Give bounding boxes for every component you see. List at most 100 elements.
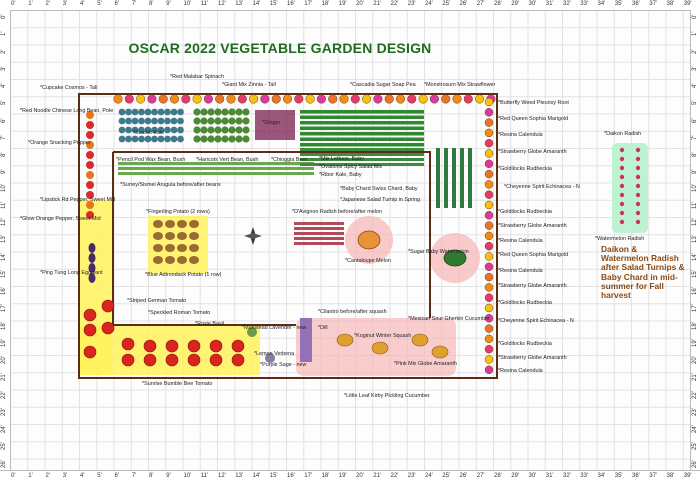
eggplant-plant	[88, 263, 96, 273]
winter-squash-fruit	[371, 341, 389, 355]
daikon-plant	[619, 210, 625, 216]
ruler-foot-label: 14'	[252, 1, 261, 7]
sage-plant	[265, 353, 275, 363]
watermelon-radish-plant	[635, 201, 641, 207]
watermelon-radish-plant	[635, 183, 641, 189]
flower-top-row	[249, 94, 259, 104]
flower-right-column	[484, 334, 494, 344]
pea-row	[300, 137, 424, 141]
ruler-row-label: 19'	[692, 338, 698, 347]
scarlet-kale-plant	[177, 126, 184, 134]
scarlet-kale-plant	[131, 126, 139, 134]
radish-row	[294, 237, 344, 240]
ruler-foot-label: 28'	[494, 473, 502, 479]
pea-row	[300, 115, 424, 119]
ruler-foot-label: 11'	[200, 1, 209, 7]
salad-row	[300, 148, 424, 151]
flower-right-column	[484, 211, 494, 220]
ruler-foot-label: 22'	[390, 1, 399, 7]
scarlet-kale-plant	[170, 126, 178, 134]
malabar-spinach-plant	[242, 108, 250, 116]
tomato-plant	[121, 353, 135, 367]
label-speckled-roman-tomato: *Speckled Roman Tomato	[148, 310, 211, 316]
label-resina-calendula-1: *Resina Calendula	[498, 132, 543, 138]
label-fingerling-potato: *Fingerling Potato (2 rows)	[146, 209, 210, 215]
potato-plant	[153, 244, 163, 252]
flower-top-row	[226, 94, 236, 104]
potato-plant	[153, 256, 163, 264]
label-resina-calendula-3: *Resina Calendula	[498, 268, 543, 274]
ruler-row-label: 12'	[1, 218, 7, 226]
scarlet-kale-plant	[164, 135, 171, 143]
watermelon-radish-plant	[635, 210, 641, 216]
tomato-plant	[187, 353, 201, 367]
label-cilantro: *Cilantro before/after squash	[318, 309, 387, 315]
potato-plant	[189, 220, 199, 228]
ruler-row-label: 6'	[692, 118, 698, 123]
malabar-spinach-plant	[228, 108, 236, 116]
label-daikon-radish: *Daikon Radish	[604, 131, 642, 137]
flower-top-row	[395, 94, 406, 104]
ruler-foot-label: 7'	[131, 1, 137, 7]
ruler-row-label: 2'	[1, 49, 7, 54]
flower-right-column	[484, 108, 494, 117]
ruler-foot-label: 33'	[580, 1, 589, 7]
label-goldilocks-rudbeckia-2: *Goldilocks Rudbeckia	[498, 209, 552, 215]
pea-row	[300, 143, 424, 147]
scarlet-kale-plant	[144, 126, 152, 134]
flower-top-row	[350, 94, 360, 104]
daikon-plant	[619, 165, 625, 171]
flower-top-row	[362, 94, 372, 104]
daikon-plant	[619, 219, 625, 225]
ruler-foot-label: 16'	[287, 1, 295, 7]
flower-top-row	[305, 94, 315, 104]
potato-plant	[189, 256, 199, 264]
malabar-spinach-plant	[193, 126, 201, 134]
pepper-plant	[86, 161, 94, 169]
malabar-spinach-plant	[207, 126, 215, 134]
potato-plant	[165, 244, 175, 252]
flower-top-row	[181, 94, 191, 104]
ruler-foot-label: 10'	[183, 473, 192, 479]
scarlet-kale-plant	[144, 117, 152, 125]
ruler-row-label: 5'	[692, 100, 698, 106]
ruler-row-label: 17'	[692, 304, 698, 313]
ruler-row-label: 8'	[692, 152, 698, 157]
radish-row	[294, 227, 344, 230]
flower-right-column	[484, 159, 494, 169]
flower-right-column	[484, 314, 494, 323]
daikon-plant	[619, 183, 625, 189]
flower-right-column	[484, 365, 494, 375]
ruler-foot-label: 12'	[218, 473, 226, 479]
flower-top-row	[429, 94, 439, 104]
pepper-plant	[86, 211, 94, 219]
flower-right-column	[484, 272, 494, 282]
ruler-row-label: 4'	[692, 83, 698, 88]
eggplant-plant	[88, 253, 96, 263]
flower-top-row	[203, 94, 213, 104]
potato-plant	[165, 220, 175, 228]
malabar-spinach-plant	[207, 117, 215, 125]
ruler-foot-label: 32'	[563, 1, 571, 7]
flower-right-column	[484, 303, 494, 313]
ruler-row-label: 17'	[1, 304, 7, 313]
scarlet-kale-plant	[144, 135, 152, 143]
ruler-row-label: 15'	[692, 269, 698, 278]
ruler-foot-label: 12'	[218, 1, 226, 7]
label-cheyenne-echinacea-1: *Cheyenne Spirit Echinacea - N	[504, 184, 580, 190]
ruler-foot-label: 23'	[407, 473, 416, 479]
flower-right-column	[484, 221, 494, 230]
scarlet-kale-plant	[157, 108, 165, 116]
bottom-ruler	[0, 470, 700, 483]
malabar-spinach-plant	[214, 135, 222, 143]
page-title: OSCAR 2022 VEGETABLE GARDEN DESIGN	[128, 40, 432, 56]
tomato-plant	[101, 299, 115, 313]
ruler-row-label: 20'	[1, 356, 7, 364]
tomato-plant	[121, 337, 135, 351]
scarlet-kale-plant	[177, 135, 184, 143]
scarlet-kale-plant	[170, 108, 178, 116]
daikon-plant	[619, 156, 625, 162]
label-pencil-pod-bean: *Pencil Pod Wax Bean, Bush	[116, 157, 186, 163]
bean-row	[118, 172, 314, 175]
garden-bed-outline	[78, 93, 498, 379]
